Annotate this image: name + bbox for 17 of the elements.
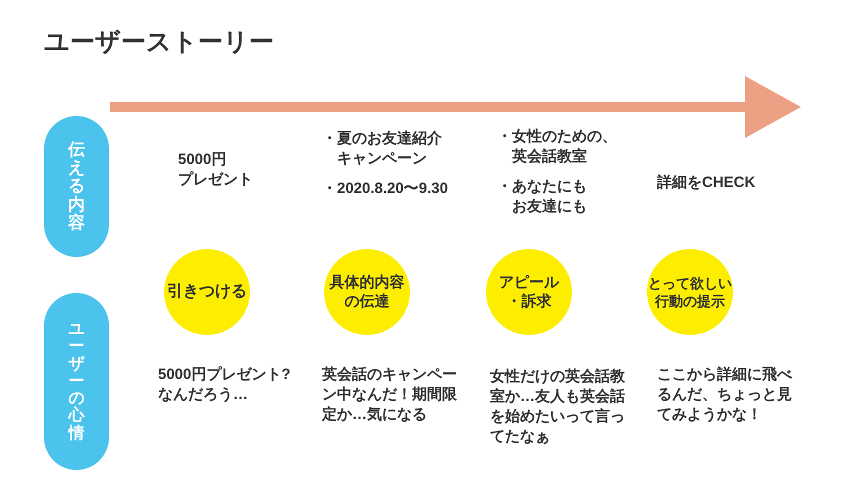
stage-circle: とって欲しい行動の提示 xyxy=(647,249,733,335)
bullet-text: ・夏のお友達紹介キャンペーン xyxy=(322,129,443,169)
row-label-pill: ユーザーの心情 xyxy=(44,293,109,470)
bullet-text: ・2020.8.20〜9.30 xyxy=(322,179,449,199)
thought-text: ここから詳細に飛べるんだ、ちょっと見てみようかな！ xyxy=(657,365,794,425)
content-text: 詳細をCHECK xyxy=(657,173,756,193)
bullet-text: ・女性のための、英会話教室 xyxy=(497,127,618,167)
title: ユーザーストーリー xyxy=(44,27,274,57)
content-text: 5000円プレゼント xyxy=(178,150,254,190)
stage-circle: 具体的内容の伝達 xyxy=(324,249,410,335)
row-label-pill: 伝える内容 xyxy=(44,116,109,257)
thought-text: 5000円プレゼント?なんだろう… xyxy=(158,365,292,405)
stage-circle: アピール・訴求 xyxy=(486,249,572,335)
bullet-text: ・あなたにもお友達にも xyxy=(497,177,588,217)
thought-text: 英会話のキャンペーン中なんだ！期間限定か…気になる xyxy=(322,365,458,425)
stage-circle: 引きつける xyxy=(164,249,250,335)
thought-text: 女性だけの英会話教室か…友人も英会話を始めたいって言ってたなぁ xyxy=(490,367,626,447)
